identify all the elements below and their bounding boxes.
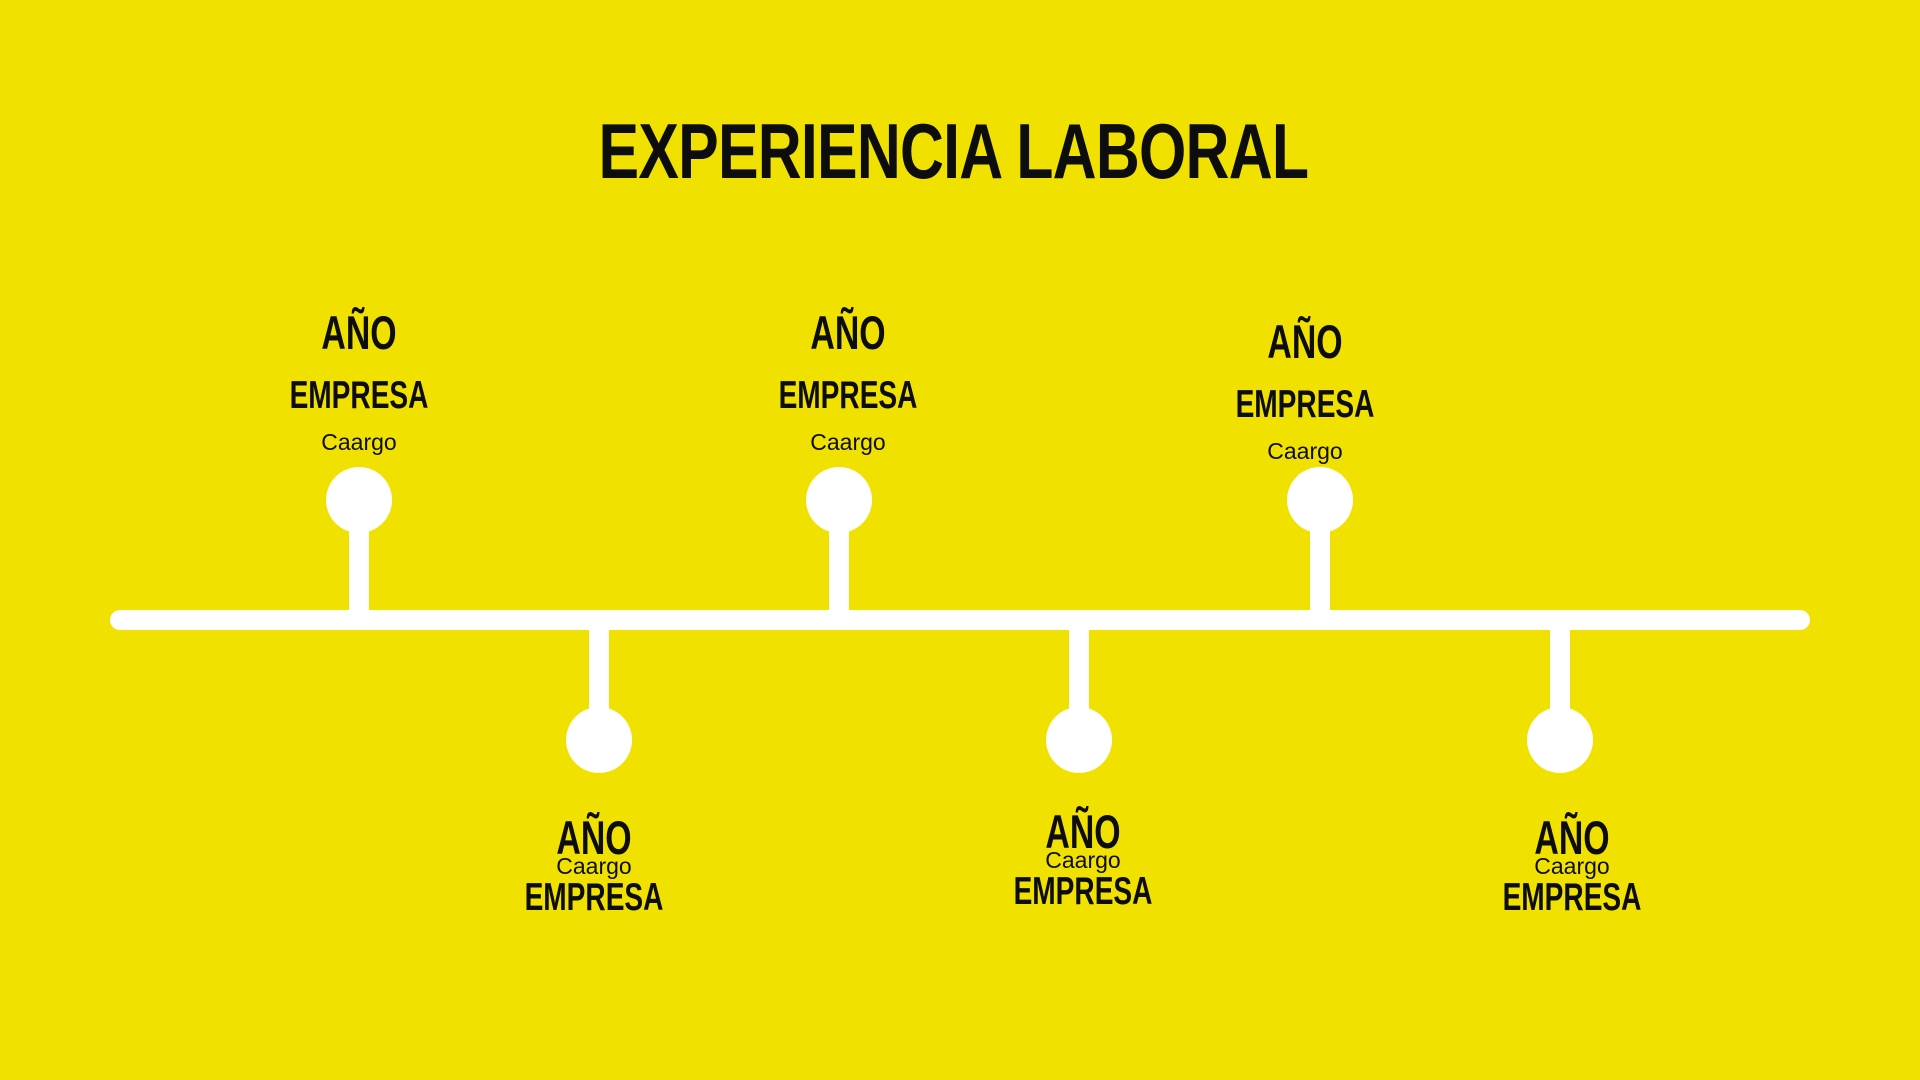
entry-role: Caargo: [1534, 853, 1610, 879]
timeline-connector: [589, 625, 609, 715]
timeline-connector: [829, 525, 849, 615]
timeline-node: [1287, 467, 1353, 533]
timeline-connector: [349, 525, 369, 615]
entry-company: EMPRESA: [1235, 383, 1375, 426]
entry-role: Caargo: [1045, 847, 1121, 873]
timeline-connector: [1550, 625, 1570, 715]
entry-year: AÑO: [1045, 805, 1121, 858]
entry-company: EMPRESA: [778, 374, 918, 417]
entry-year: AÑO: [810, 306, 886, 359]
entry-company: EMPRESA: [1013, 870, 1153, 913]
entry-role: Caargo: [810, 429, 886, 455]
timeline-node: [806, 467, 872, 533]
timeline-node: [326, 467, 392, 533]
timeline-connector: [1310, 525, 1330, 615]
page-title: EXPERIENCIA LABORAL: [598, 107, 1309, 195]
entry-role: Caargo: [556, 853, 632, 879]
timeline-node: [566, 707, 632, 773]
entry-year: AÑO: [556, 811, 632, 864]
entry-year: AÑO: [321, 306, 397, 359]
entry-year: AÑO: [1267, 315, 1343, 368]
timeline-axis: [110, 610, 1810, 630]
entry-company: EMPRESA: [1502, 876, 1642, 919]
timeline-node: [1046, 707, 1112, 773]
entry-role: Caargo: [1267, 438, 1343, 464]
entry-role: Caargo: [321, 429, 397, 455]
timeline-node: [1527, 707, 1593, 773]
entry-company: EMPRESA: [289, 374, 429, 417]
timeline-connector: [1069, 625, 1089, 715]
entry-company: EMPRESA: [524, 876, 664, 919]
entry-year: AÑO: [1534, 811, 1610, 864]
